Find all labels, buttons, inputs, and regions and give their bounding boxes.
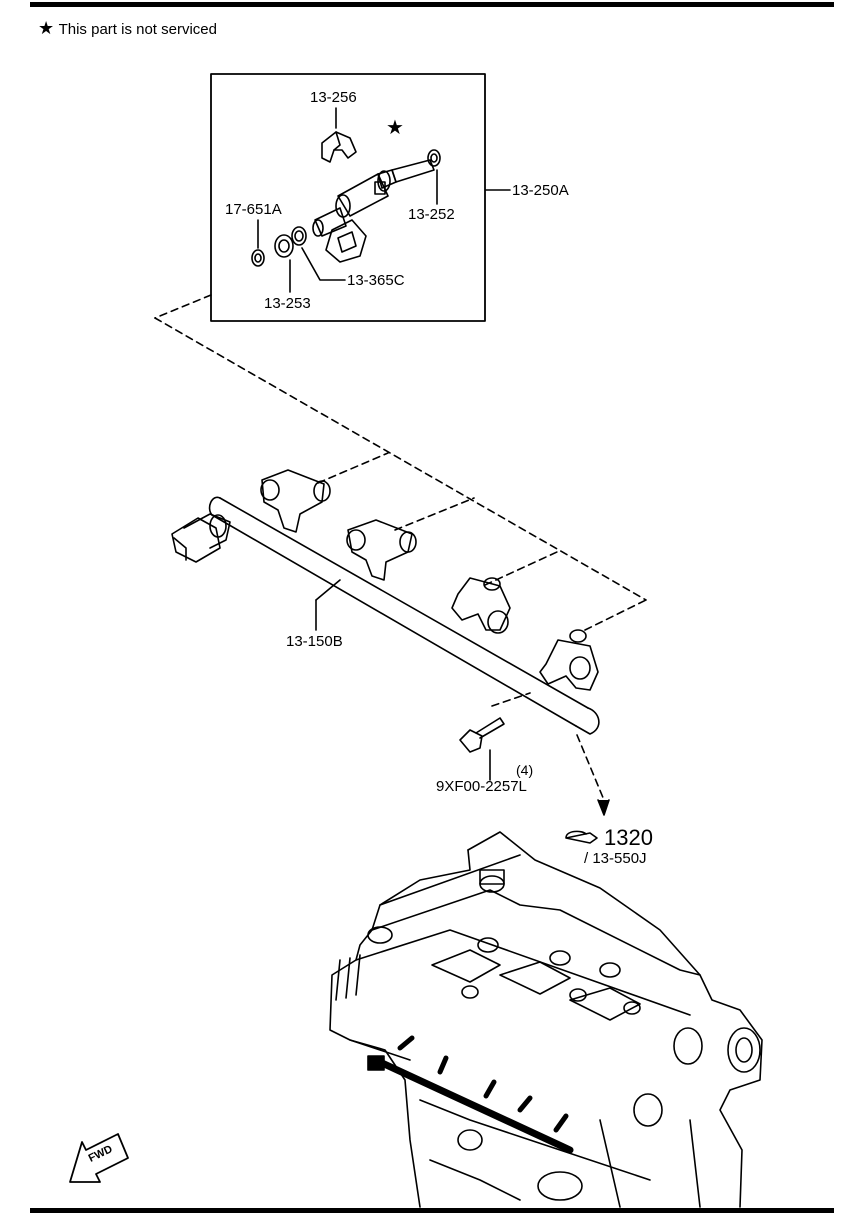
label-13-256: 13-256 — [310, 89, 357, 106]
fuel-rail-part — [171, 469, 600, 735]
label-13-253: 13-253 — [264, 295, 311, 312]
seal-part — [251, 249, 265, 267]
label-13-150b: 13-150B — [286, 633, 343, 650]
clip-part — [321, 131, 357, 163]
label-ref-13-550j: / 13-550J — [584, 850, 647, 867]
service-note-text: This part is not serviced — [58, 21, 217, 38]
label-9xf00-2257l: 9XF00-2257L — [436, 778, 527, 795]
label-17-651a: 17-651A — [225, 201, 282, 218]
reference-arrow-icon — [565, 830, 598, 844]
label-13-252: 13-252 — [408, 206, 455, 223]
injector-part — [312, 159, 435, 263]
washer-part — [274, 234, 294, 258]
label-ref-1320: 1320 — [604, 825, 653, 850]
not-serviced-star-icon: ★ — [386, 117, 404, 139]
insulator-part — [291, 226, 307, 246]
star-icon: ★ — [38, 18, 55, 38]
service-note: ★ This part is not serviced — [38, 18, 217, 39]
bolt-part — [459, 717, 505, 753]
label-13-365c: 13-365C — [347, 272, 405, 289]
label-bolt-quantity: (4) — [516, 762, 534, 778]
engine-part — [329, 831, 763, 1208]
top-rule — [30, 2, 834, 7]
o-ring-part — [427, 149, 441, 167]
installed-rail — [376, 1058, 574, 1154]
label-13-250a: 13-250A — [512, 182, 569, 199]
fwd-arrow-icon — [69, 1133, 129, 1183]
injector-detail-box — [210, 73, 486, 322]
bottom-rule — [30, 1208, 834, 1213]
